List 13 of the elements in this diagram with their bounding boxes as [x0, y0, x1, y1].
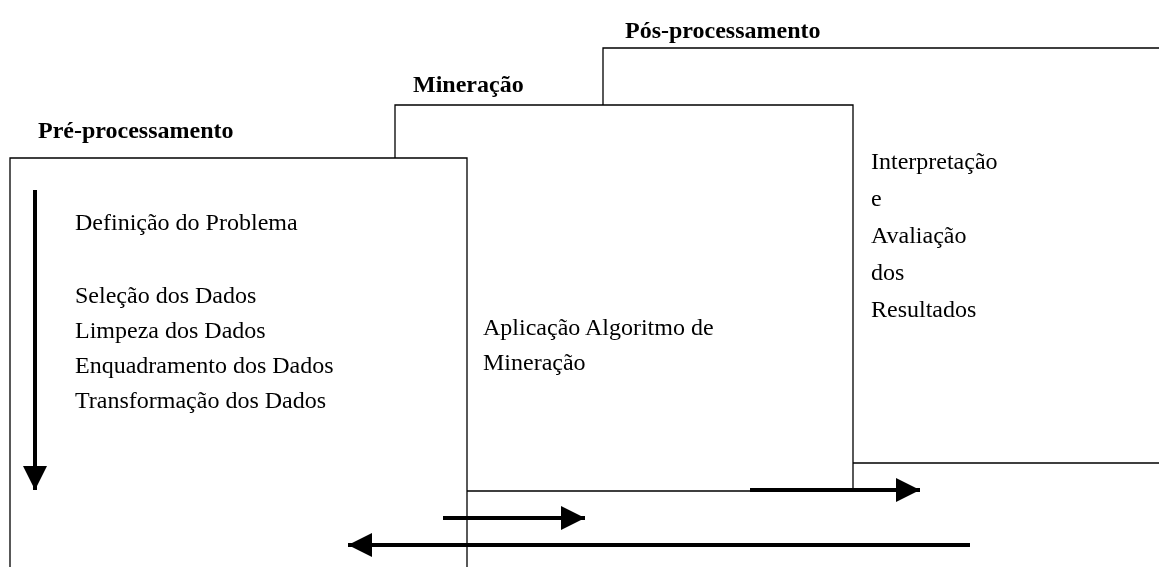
step-text: Limpeza dos Dados: [75, 316, 266, 345]
arrow: [443, 506, 585, 530]
stage-heading: Mineração: [413, 70, 524, 99]
step-text: Seleção dos Dados: [75, 281, 257, 310]
step-text: Transformação dos Dados: [75, 386, 327, 415]
arrow: [348, 533, 970, 557]
stage-heading: Pós-processamento: [625, 16, 821, 45]
arrow: [750, 478, 920, 502]
step-text: Enquadramento dos Dados: [75, 351, 334, 380]
step-text: Aplicação Algoritmo de Mineração: [483, 313, 715, 377]
step-text: Definição do Problema: [75, 208, 298, 237]
stage-heading: Pré-processamento: [38, 116, 234, 145]
step-text: Interpretação e Avaliação dos Resultados: [871, 147, 998, 324]
